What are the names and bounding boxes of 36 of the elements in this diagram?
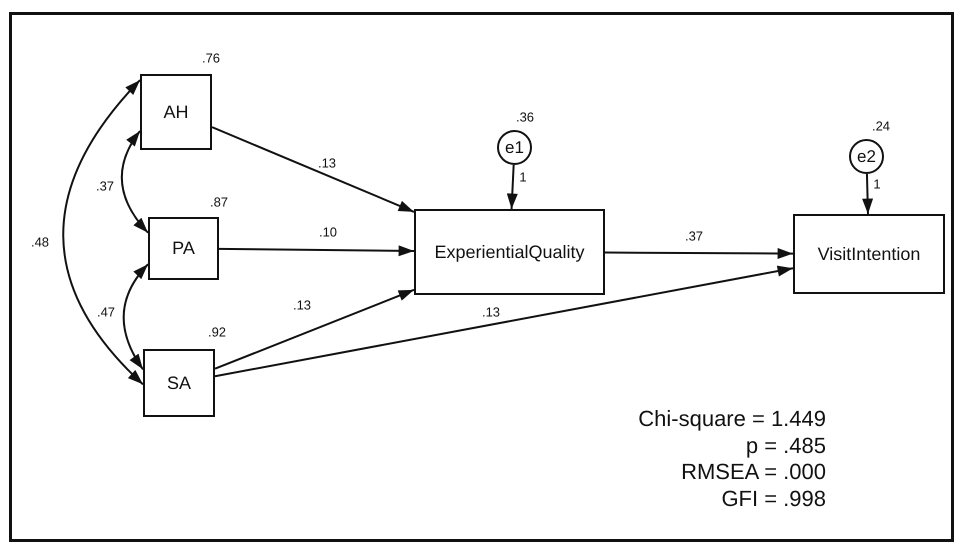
fit-statistic: RMSEA = .000 (681, 459, 826, 486)
edge-label: 1 (873, 178, 881, 190)
variance-value: .76 (202, 52, 220, 64)
path-arrow (214, 266, 794, 378)
variable-box: VisitIntention (793, 214, 945, 294)
variable-box: PA (148, 217, 219, 280)
fit-statistic: Chi-square = 1.449 (638, 406, 826, 432)
edge-label: 1 (519, 170, 527, 184)
fit-statistic: p = .485 (746, 432, 826, 459)
edge-label: .48 (30, 236, 50, 248)
path-arrow (212, 126, 414, 213)
variance-value: .24 (872, 120, 890, 132)
fit-statistic: GFI = .998 (721, 486, 826, 512)
error-term-circle: e1 (497, 130, 532, 165)
variable-box: AH (140, 74, 212, 150)
edge-label: .47 (96, 306, 116, 318)
edge-label: .13 (482, 306, 500, 318)
edge-label: .10 (318, 226, 338, 238)
covariance-arrow (62, 79, 144, 386)
path-arrow (218, 245, 414, 256)
variable-box: SA (143, 349, 215, 417)
edge-label: .13 (292, 298, 312, 312)
variance-value: .87 (210, 196, 228, 208)
variance-value: .92 (208, 326, 226, 338)
edge-label: .37 (96, 180, 114, 192)
covariance-arrow (120, 130, 149, 234)
variance-value: .36 (516, 110, 534, 124)
path-arrow (506, 164, 518, 210)
covariance-arrow (122, 264, 149, 370)
edge-label: .13 (318, 156, 336, 170)
variable-box: ExperientialQuality (414, 209, 605, 295)
edge-label: .37 (684, 230, 704, 242)
path-arrow (214, 288, 414, 370)
error-term-circle: e2 (849, 139, 884, 174)
path-arrow (605, 248, 793, 259)
path-arrow (862, 174, 874, 214)
